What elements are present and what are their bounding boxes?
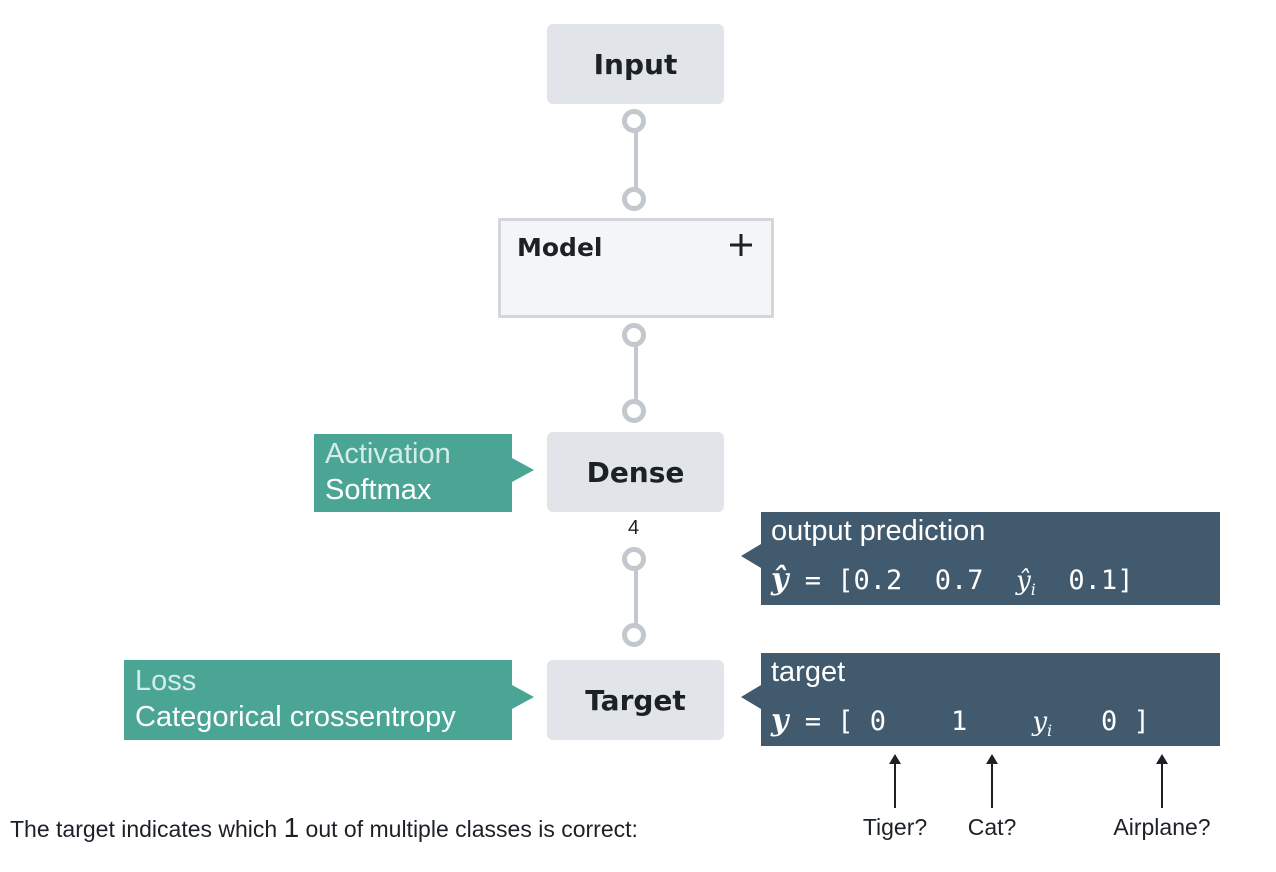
input-output-port[interactable] xyxy=(622,109,646,133)
input-model-wire xyxy=(634,131,638,189)
target-panel: target y = [ 0 1 yi 0 ] xyxy=(761,653,1220,746)
dense-units: 4 xyxy=(628,517,640,539)
class-label-cat: Cat? xyxy=(967,814,1017,840)
target-vector: y = [ 0 1 yi 0 ] xyxy=(771,703,1150,740)
activation-tag-pointer xyxy=(512,458,534,482)
class-label-airplane: Airplane? xyxy=(1113,814,1211,840)
output-prediction-title: output prediction xyxy=(771,515,986,547)
target-node[interactable]: Target xyxy=(547,660,724,740)
input-node[interactable]: Input xyxy=(547,24,724,104)
output-prediction-vector: ŷ = [0.2 0.7 ŷi 0.1] xyxy=(771,562,1133,599)
target-value-1: 1 xyxy=(951,706,968,737)
loss-tag: Loss Categorical crossentropy xyxy=(124,660,512,740)
cat-arrow xyxy=(986,754,998,808)
model-container[interactable]: Model xyxy=(498,218,774,318)
prediction-value-0: 0.2 xyxy=(853,565,903,596)
activation-tag: Activation Softmax xyxy=(314,434,512,512)
tiger-arrow xyxy=(889,754,901,808)
model-output-port[interactable] xyxy=(622,323,646,347)
loss-label: Loss xyxy=(135,665,197,697)
prediction-value-1: 0.7 xyxy=(934,565,984,596)
dense-target-wire xyxy=(634,569,638,625)
prediction-eq: = [ xyxy=(788,565,854,596)
prediction-close: ] xyxy=(1117,565,1134,596)
target-input-port[interactable] xyxy=(622,623,646,647)
loss-tag-pointer xyxy=(512,685,534,709)
target-generic: yi xyxy=(1032,707,1053,741)
model-title: Model xyxy=(517,233,603,262)
target-panel-pointer xyxy=(741,685,761,709)
target-node-label: Target xyxy=(585,683,686,717)
target-explanation: The target indicates which 1 out of mult… xyxy=(10,812,638,843)
target-value-0: 0 xyxy=(869,706,886,737)
model-input-port[interactable] xyxy=(622,187,646,211)
dense-output-port[interactable] xyxy=(622,547,646,571)
target-panel-title: target xyxy=(771,656,846,688)
class-label-tiger: Tiger? xyxy=(862,814,928,840)
prediction-generic: ŷi xyxy=(1016,566,1036,600)
dense-node[interactable]: Dense xyxy=(547,432,724,512)
loss-value: Categorical crossentropy xyxy=(135,701,456,733)
dense-node-label: Dense xyxy=(586,455,685,489)
activation-label: Activation xyxy=(325,438,451,470)
target-value-2: 0 xyxy=(1100,706,1118,737)
target-symbol: y xyxy=(771,703,789,738)
prediction-value-2: 0.1 xyxy=(1068,565,1118,596)
input-node-label: Input xyxy=(593,47,678,81)
activation-value: Softmax xyxy=(325,474,432,506)
model-dense-wire xyxy=(634,345,638,401)
target-close: ] xyxy=(1133,706,1150,737)
airplane-arrow xyxy=(1156,754,1168,808)
target-eq: = [ xyxy=(788,706,854,737)
dense-input-port[interactable] xyxy=(622,399,646,423)
plus-icon[interactable] xyxy=(727,231,755,259)
prediction-symbol: ŷ xyxy=(771,562,789,597)
output-prediction-panel: output prediction ŷ = [0.2 0.7 ŷi 0.1] xyxy=(761,512,1220,605)
prediction-panel-pointer xyxy=(741,544,761,568)
